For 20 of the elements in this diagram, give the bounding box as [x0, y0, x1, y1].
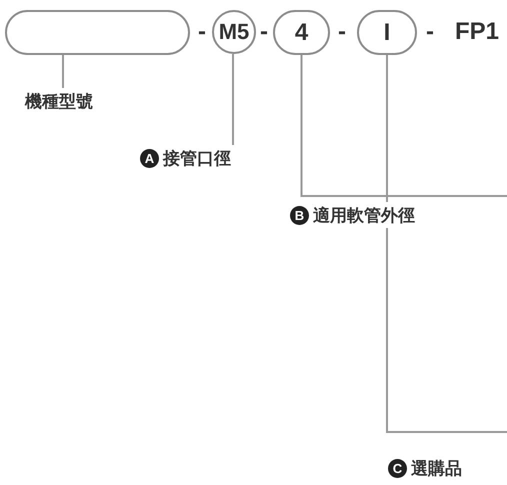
letter-badge: B [290, 206, 309, 224]
leader-line [386, 228, 507, 433]
empty-code-box [5, 10, 190, 55]
code-box: 4 [273, 10, 330, 55]
dash-separator: - [338, 20, 346, 44]
dash-separator: - [426, 20, 434, 44]
code-circle: M5 [212, 10, 256, 54]
code-text: FP1 [448, 12, 506, 52]
option-label: 接管口徑 [163, 148, 231, 170]
leader-line [386, 54, 507, 203]
dash-separator: - [198, 20, 206, 44]
leader-line [62, 55, 64, 88]
option-label: 適用軟管外徑 [313, 204, 415, 226]
leader-line [232, 54, 234, 145]
dash-separator: - [260, 20, 268, 44]
letter-badge: C [388, 458, 407, 478]
letter-badge: A [140, 148, 159, 168]
option-label: 選購品 [411, 458, 462, 480]
caption-text: 機種型號 [25, 88, 105, 114]
code-box: I [357, 10, 417, 55]
